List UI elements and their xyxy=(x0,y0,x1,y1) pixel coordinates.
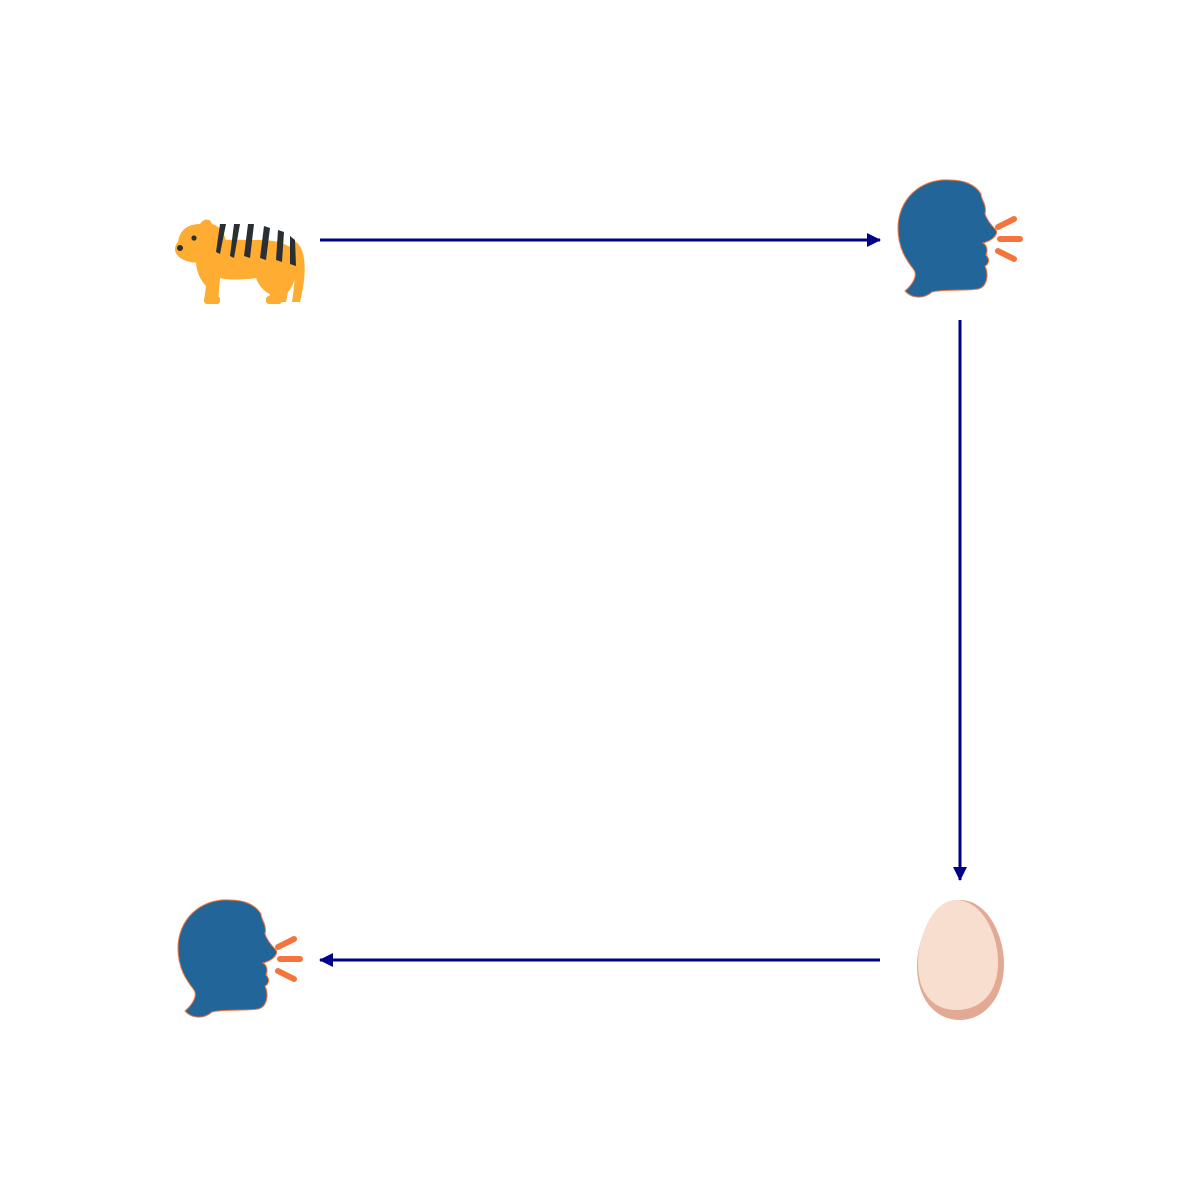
speaking-head-icon xyxy=(898,180,1020,297)
tiger-icon xyxy=(175,219,305,304)
edges xyxy=(319,233,967,967)
egg-icon xyxy=(917,900,1004,1020)
speaking-head-icon xyxy=(178,900,300,1017)
